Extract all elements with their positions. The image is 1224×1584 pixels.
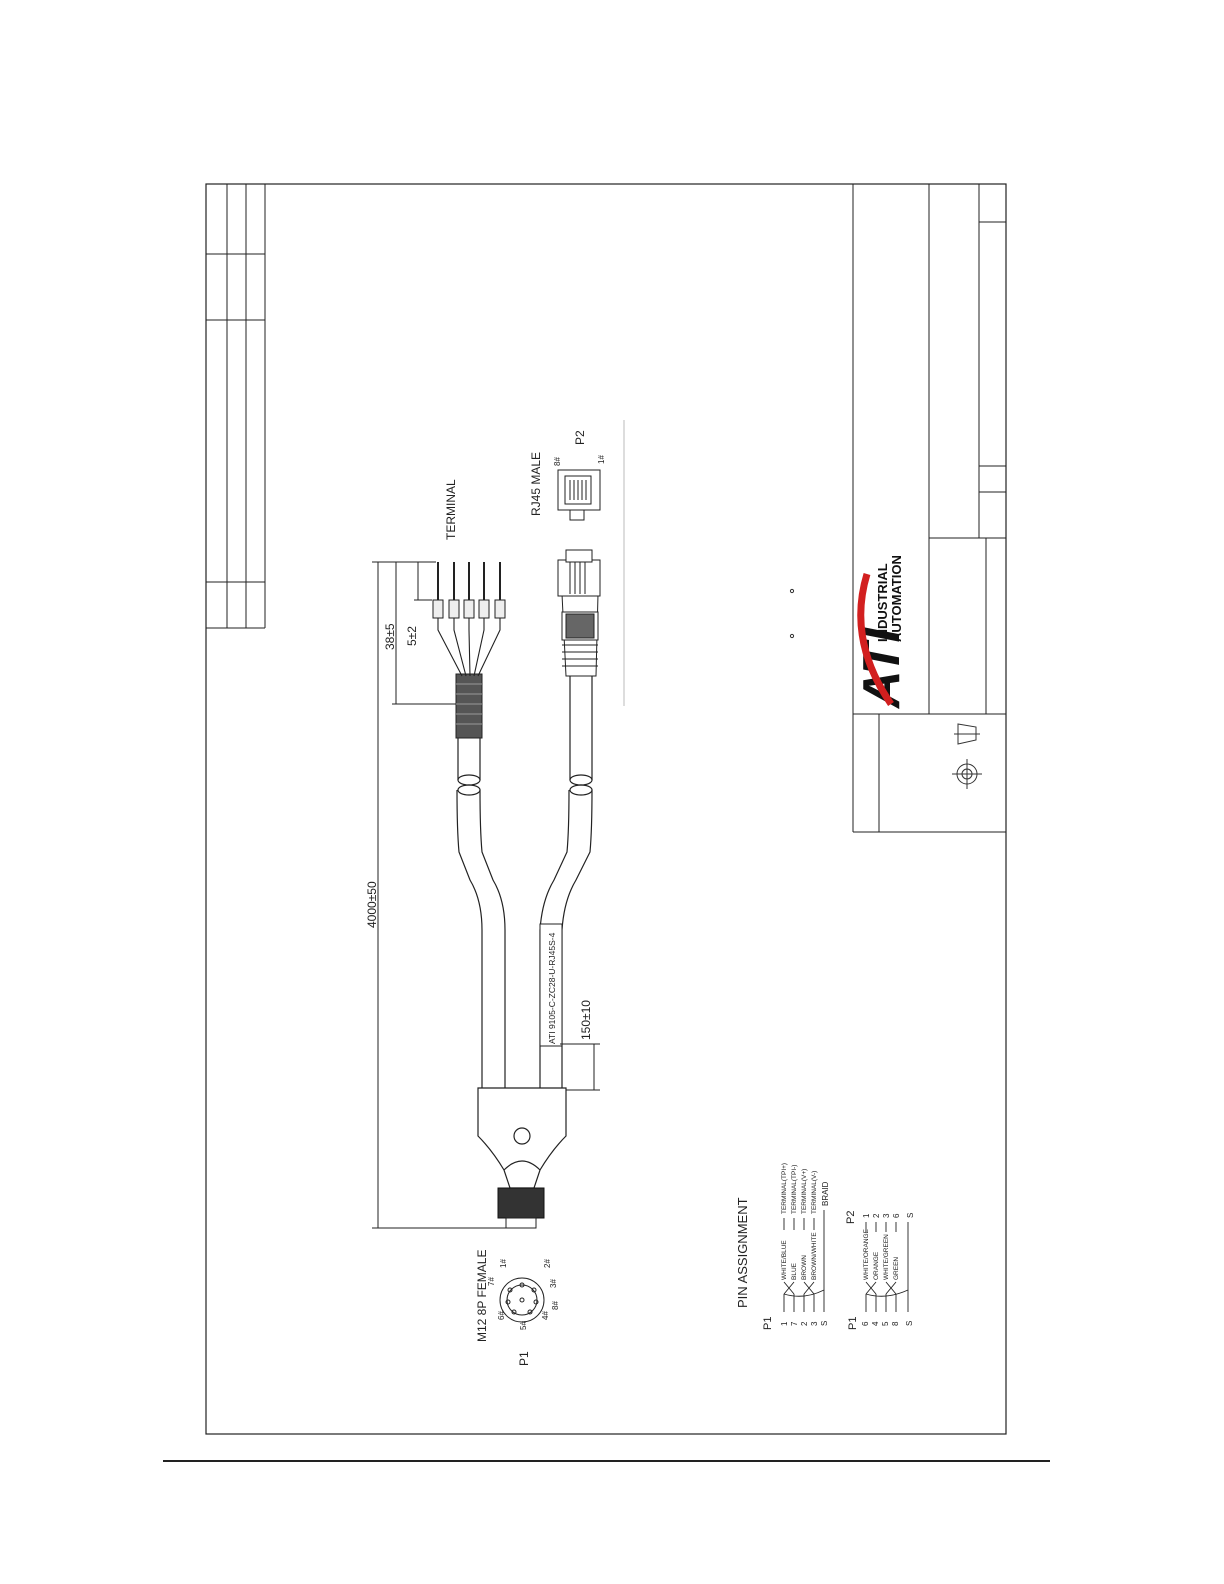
- group1-from: P1: [762, 1317, 774, 1330]
- m12-nut: [497, 1187, 545, 1219]
- group2-pin: 8: [891, 1321, 900, 1326]
- m12-ref: P1: [517, 1351, 531, 1366]
- group1-wire: BLUE: [791, 1262, 798, 1280]
- mark-dot: [789, 633, 795, 639]
- group2-pin: 5: [881, 1321, 890, 1326]
- group1-wire: BROWN: [801, 1255, 808, 1280]
- dim-terminal-length: 38±5: [383, 623, 397, 650]
- m12-pin-1: 1#: [499, 1259, 508, 1268]
- terminal-ferrules: [432, 599, 506, 619]
- group2-target: 2: [872, 1213, 881, 1218]
- m12-pin-8: 8#: [551, 1301, 560, 1310]
- m12-title: M12 8P FEMALE: [475, 1250, 489, 1342]
- rj45-cable: [539, 676, 593, 1090]
- group2-from: P1: [847, 1317, 859, 1330]
- m12-pin-4: 4#: [541, 1311, 550, 1320]
- group1-pin: 3: [810, 1321, 819, 1326]
- terminal-wires: [437, 610, 501, 677]
- logo-line1: INDUSTRIAL: [875, 563, 890, 642]
- group2-target: 1: [862, 1213, 871, 1218]
- m12-face: [499, 1277, 545, 1323]
- footer-rule: [163, 1460, 1050, 1462]
- group1-pin: 2: [800, 1321, 809, 1326]
- group2-to: P2: [845, 1211, 857, 1224]
- group1-target: TERMINAL(V-): [811, 1171, 818, 1214]
- group1-wire: BROWN/WHITE: [811, 1232, 818, 1280]
- revision-block: [206, 184, 266, 629]
- group1-wire: WHITE/BLUE: [781, 1240, 788, 1280]
- y-splitter: [477, 1087, 567, 1189]
- rj45-ref: P2: [573, 430, 587, 445]
- m12-pin-6: 6#: [497, 1311, 506, 1320]
- group2-pin: 6: [861, 1321, 870, 1326]
- logo-swoosh: [857, 572, 894, 706]
- terminal-cable: [456, 712, 506, 1090]
- group2-pin: 4: [871, 1321, 880, 1326]
- terminal-title: TERMINAL: [444, 479, 458, 540]
- dim-label-offset: 150±10: [579, 1000, 593, 1040]
- title-block: [852, 184, 1006, 833]
- m12-pin-2: 2#: [543, 1259, 552, 1268]
- m12-coupler: [505, 1217, 537, 1229]
- drawing-border: [205, 183, 1007, 1435]
- group2-wire: WHITE/GREEN: [883, 1234, 890, 1280]
- mark-dot: [789, 588, 795, 594]
- group2-wire: ORANGE: [873, 1251, 880, 1280]
- logo-line2: AUTOMATION: [889, 555, 904, 642]
- group1-target: TERMINAL(TPI-): [791, 1165, 798, 1214]
- group2-target: 6: [892, 1213, 901, 1218]
- group2-twist: [865, 1222, 909, 1312]
- rj45-pin-low: 1#: [597, 455, 606, 464]
- heat-shrink: [455, 673, 483, 739]
- group2-wire: GREEN: [893, 1257, 900, 1280]
- group1-pin: 7: [790, 1321, 799, 1326]
- m12-pin-7: 7#: [487, 1277, 496, 1286]
- terminal-pins: [437, 562, 501, 600]
- dim-total-length: 4000±50: [365, 881, 379, 928]
- heat-shrink-pattern: [456, 683, 482, 725]
- group1-pin: S: [820, 1321, 829, 1326]
- pin-assignment-title: PIN ASSIGNMENT: [735, 1197, 750, 1308]
- group1-twist: [783, 1210, 825, 1312]
- group1-target: BRAID: [821, 1181, 830, 1206]
- rj45-face: [557, 469, 601, 521]
- rj45-title: RJ45 MALE: [529, 452, 543, 516]
- dim-strip-length: 5±2: [405, 626, 419, 646]
- ati-logo: ATI INDUSTRIAL AUTOMATION: [853, 555, 911, 710]
- m12-pin-3: 3#: [549, 1279, 558, 1288]
- projection-symbol: [952, 723, 982, 789]
- group2-wire: WHITE/ORANGE: [863, 1228, 870, 1280]
- m12-pin-5: 5#: [519, 1321, 528, 1330]
- rj45-plug: [557, 549, 601, 677]
- group1-target: TERMINAL(TPI+): [781, 1163, 788, 1214]
- group2-pin: S: [905, 1321, 914, 1326]
- group1-target: TERMINAL(V+): [801, 1169, 808, 1214]
- cable-label: ATI 9105-C-ZC28-U-RJ45S-4: [547, 932, 557, 1044]
- rj45-pin-high: 8#: [553, 457, 562, 466]
- group1-pin: 1: [780, 1321, 789, 1326]
- group2-target: 3: [882, 1213, 891, 1218]
- dimension-lines: [372, 561, 600, 1229]
- group2-target: S: [906, 1213, 915, 1218]
- cable-label-sleeve: [539, 923, 563, 1047]
